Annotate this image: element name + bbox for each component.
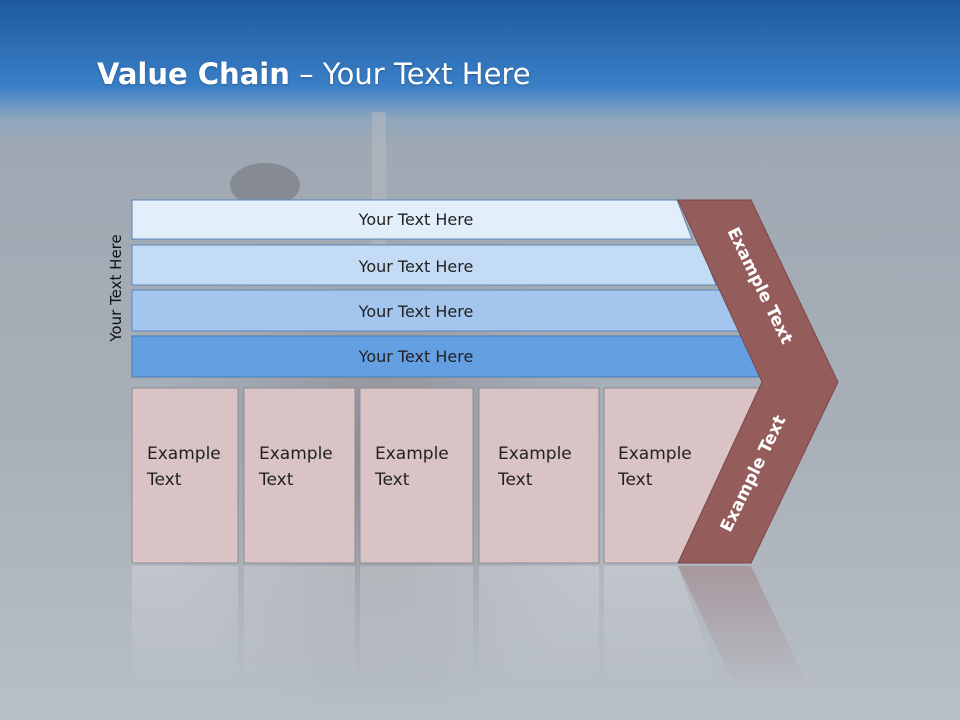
box-line1: Example <box>375 444 449 464</box>
box-line1: Example <box>259 444 333 464</box>
support-bar-label: Your Text Here <box>358 302 474 321</box>
primary-box-5: Example Text <box>603 387 763 564</box>
title-bold: Value Chain <box>97 57 290 91</box>
page-title: Value Chain – Your Text Here <box>97 52 531 96</box>
primary-activities: Example Text Example Text Example Text E… <box>131 387 763 564</box>
support-bar-2: Your Text Here <box>131 244 717 286</box>
box-line1: Example <box>498 444 572 464</box>
primary-box-4: Example Text <box>478 387 600 564</box>
support-bar-4: Your Text Here <box>131 335 764 378</box>
box-line1: Example <box>618 444 692 464</box>
support-bar-3: Your Text Here <box>131 289 740 332</box>
diagram-reflection <box>132 566 810 690</box>
box-line2: Text <box>617 470 653 490</box>
support-bar-label: Your Text Here <box>358 347 474 366</box>
box-line2: Text <box>258 470 294 490</box>
support-bar-1: Your Text Here <box>131 199 693 240</box>
primary-box-2: Example Text <box>243 387 356 564</box>
support-bar-label: Your Text Here <box>358 210 474 229</box>
support-bar-label: Your Text Here <box>358 257 474 276</box>
box-line2: Text <box>497 470 533 490</box>
primary-box-3: Example Text <box>359 387 474 564</box>
side-label: Your Text Here <box>107 234 125 342</box>
box-line2: Text <box>146 470 182 490</box>
chevron-shape <box>677 199 839 564</box>
box-line2: Text <box>374 470 410 490</box>
box-line1: Example <box>147 444 221 464</box>
primary-box-1: Example Text <box>131 387 239 564</box>
support-bar-shape <box>131 244 717 286</box>
support-bar-shape <box>131 199 693 240</box>
title-rest: – Your Text Here <box>289 57 531 91</box>
support-activities: Your Text Here Your Text Here Your Text … <box>131 199 764 378</box>
